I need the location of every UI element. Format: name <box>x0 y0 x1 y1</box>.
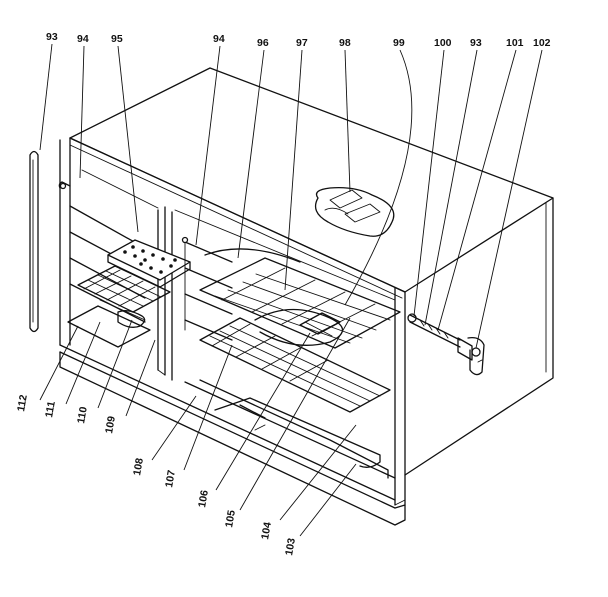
callout-label: 93 <box>46 31 58 43</box>
callout-label: 109 <box>103 415 118 434</box>
callout-label: 105 <box>223 509 238 528</box>
callout-label: 106 <box>196 489 211 508</box>
callout-labels: 93 94 95 94 96 97 98 99 100 93 101 102 1… <box>15 31 551 557</box>
callout-label: 108 <box>131 457 146 476</box>
center-divider <box>157 206 173 381</box>
left-oven-rack <box>77 265 171 313</box>
callout-label: 112 <box>15 394 30 413</box>
callout-label: 94 <box>213 33 225 45</box>
callout-label: 104 <box>259 521 274 540</box>
callout-label: 101 <box>506 37 524 49</box>
callout-label: 107 <box>163 469 178 488</box>
callout-label: 94 <box>77 33 89 45</box>
callout-label: 111 <box>43 400 58 418</box>
callout-label: 102 <box>533 37 551 49</box>
bottom-pan <box>184 379 396 479</box>
right-lower-rack <box>199 317 391 413</box>
cabinet-body <box>59 67 554 526</box>
broiler-pan <box>107 239 191 288</box>
right-upper-rack <box>199 257 401 349</box>
broiler-tray <box>67 299 151 348</box>
callout-label: 93 <box>470 37 482 49</box>
leader-lines <box>39 43 543 537</box>
callout-label: 97 <box>296 37 308 49</box>
callout-label: 99 <box>393 37 405 49</box>
side-trim-left <box>29 150 39 333</box>
callout-label: 110 <box>75 406 90 425</box>
callout-label: 96 <box>257 37 269 49</box>
callout-label: 95 <box>111 33 123 45</box>
right-rack-supports <box>174 209 396 341</box>
thermostat-hardware <box>407 313 485 376</box>
callout-label: 98 <box>339 37 351 49</box>
callout-label: 100 <box>434 37 452 49</box>
top-vent-assembly <box>314 187 395 237</box>
callout-label: 103 <box>283 537 298 556</box>
